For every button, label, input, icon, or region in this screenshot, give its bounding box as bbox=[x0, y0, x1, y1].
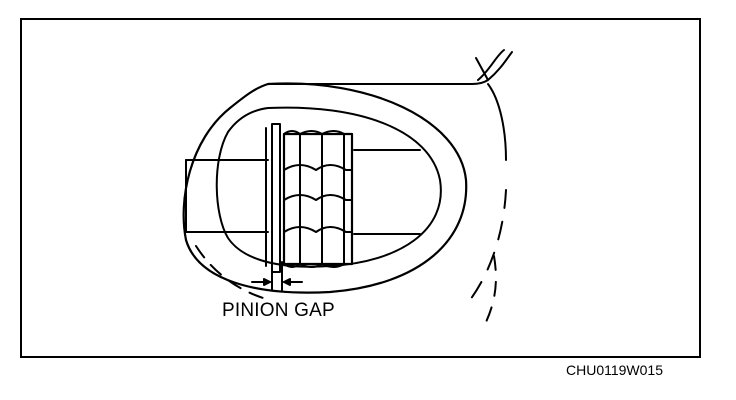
housing-edge-dashes-2 bbox=[485, 255, 497, 323]
pinion-collar bbox=[271, 123, 281, 273]
inner-window-outline bbox=[215, 106, 442, 268]
gap-arrowhead-left bbox=[263, 278, 271, 286]
housing-lower-dashes bbox=[195, 245, 271, 301]
pinion-tooth-row-4 bbox=[283, 226, 353, 233]
pinion-tooth-row-3 bbox=[283, 194, 353, 201]
pinion-gap-label: PINION GAP bbox=[222, 300, 335, 321]
pinion-tooth-row-2 bbox=[283, 164, 353, 171]
gap-arrowhead-right bbox=[283, 278, 291, 286]
housing-outline bbox=[182, 82, 468, 294]
pinion-gear bbox=[282, 130, 354, 268]
figure-frame bbox=[20, 18, 701, 358]
pinion-tooth-row-5 bbox=[283, 263, 353, 268]
housing-edge-dashes bbox=[469, 189, 507, 301]
lever-linkage bbox=[267, 49, 513, 85]
figure-code: CHU0119W015 bbox=[566, 362, 664, 378]
pinion-tooth-row-1 bbox=[283, 130, 353, 135]
lever-arm-curve bbox=[487, 83, 507, 161]
